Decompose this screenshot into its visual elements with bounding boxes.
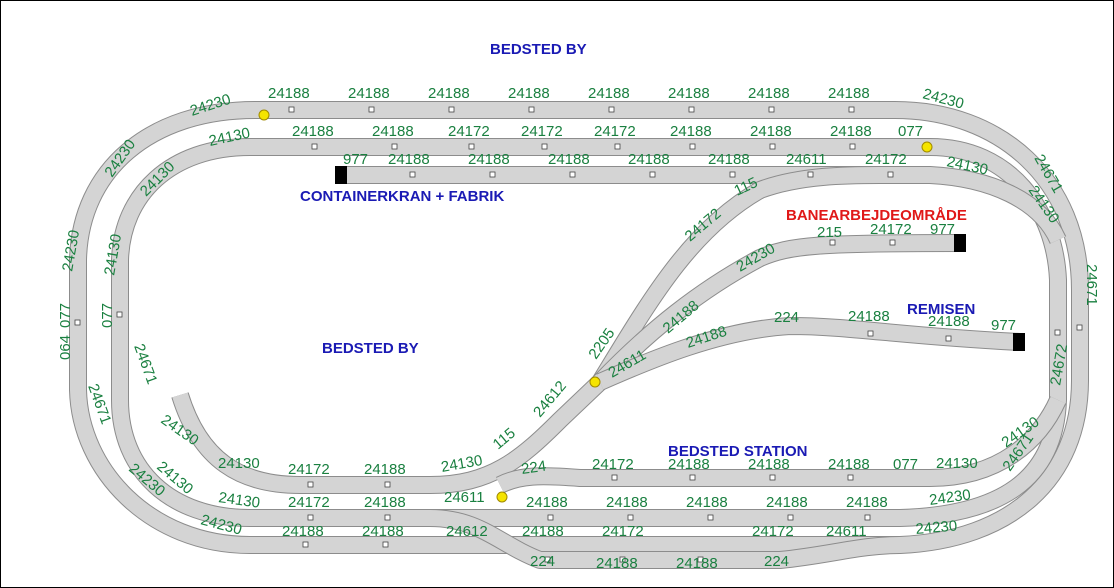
track-label: 24230 [928,486,972,509]
track-label: 24188 [268,85,310,102]
track-label: 24188 [676,555,718,572]
track-label: 24172 [594,123,636,140]
track-label: 24230 [915,517,958,538]
track-label: 24188 [292,123,334,140]
track-label: 24611 [826,523,867,540]
track-label: 24188 [828,456,870,473]
track-label: 24130 [218,455,260,472]
track-label: 24612 [446,523,488,540]
track-label: 24188 [282,523,324,540]
track-label: 24611 [786,151,827,168]
switch-top-right[interactable] [921,141,933,153]
track-label: 077 [99,303,116,328]
track-label: 24188 [846,494,888,511]
track-label: 24188 [388,151,430,168]
track-label: 24671 [1083,264,1100,306]
track-label: 24172 [870,221,912,238]
track-label: 24671 [130,342,160,387]
track-label: 24188 [526,494,568,511]
track-label: 24172 [752,523,794,540]
track-label: 24188 [362,523,404,540]
track-label: 077 [898,123,923,140]
track-label: 24188 [596,555,638,572]
track-label: 24172 [865,151,907,168]
track-label: 24188 [364,461,406,478]
track-label: 977 [343,151,368,168]
track-ties [74,106,1083,563]
title-depot: REMISEN [907,301,975,318]
track-label: 24188 [348,85,390,102]
track-label: 24188 [468,151,510,168]
track-label: 24188 [708,151,750,168]
track-label: 24611 [444,489,485,506]
track-label: 215 [817,224,842,241]
title-top-town: BEDSTED BY [490,41,587,58]
track-label: 24172 [288,461,330,478]
track-label: 24188 [628,151,670,168]
title-work-area: BANEARBEJDEOMRÅDE [786,207,967,224]
track-label: 24172 [288,494,330,511]
track-label: 224 [530,553,555,570]
track-label: 24188 [606,494,648,511]
track-label: 24188 [748,456,790,473]
track-label: 24130 [440,452,484,476]
track-label: 24672 [1047,343,1071,387]
track-label: 24130 [217,489,261,512]
buffer-stops [335,166,1025,351]
track-label: 24188 [928,313,970,330]
switch-station[interactable] [496,491,508,503]
switch-top-left[interactable] [258,109,270,121]
track-label: 24188 [848,308,890,325]
buffer-stop-depot [1013,333,1025,351]
track-label: 24230 [59,229,83,273]
track-label: 24188 [522,523,564,540]
track-label: 24188 [766,494,808,511]
track-label: 24188 [548,151,590,168]
track-label: 24188 [364,494,406,511]
track-label: 224 [774,309,799,326]
switch-markers [258,109,933,503]
track-label: 24172 [521,123,563,140]
buffer-stop-work-area [954,234,966,252]
track-label: 24172 [592,456,634,473]
area-titles: BEDSTED BY BEDSTED BY CONTAINERKRAN + FA… [300,41,975,460]
track-label: 24188 [830,123,872,140]
track-label: 24172 [602,523,644,540]
track-label: 077 [893,456,918,473]
tracks [69,101,1089,569]
track-label: 24188 [748,85,790,102]
track-label: 24130 [936,455,978,472]
track-label: 24188 [686,494,728,511]
track-label: 224 [764,553,789,570]
track-label: 977 [930,221,955,238]
title-container: CONTAINERKRAN + FABRIK [300,188,504,205]
switch-junction[interactable] [589,376,601,388]
track-labels: 24230 24188 24188 24188 24188 24188 2418… [57,85,1100,572]
track-label: 24188 [508,85,550,102]
track-label: 24188 [668,456,710,473]
track-label: 24130 [101,233,125,277]
track-label: 24188 [668,85,710,102]
track-label: 064 [57,335,74,360]
track-label: 24188 [750,123,792,140]
track-label: 24172 [448,123,490,140]
buffer-stop-container [335,166,347,184]
title-station: BEDSTED STATION [668,443,807,460]
track-label: 24230 [101,136,139,180]
track-label: 977 [991,317,1016,334]
track-label: 24188 [372,123,414,140]
track-label: 24188 [828,85,870,102]
track-outer-loop-inner [70,102,1088,553]
track-label: 24188 [588,85,630,102]
track-label: 224 [520,458,547,478]
track-label: 24188 [428,85,470,102]
title-middle-town: BEDSTED BY [322,340,419,357]
track-label: 24188 [670,123,712,140]
track-label: 077 [57,303,74,328]
